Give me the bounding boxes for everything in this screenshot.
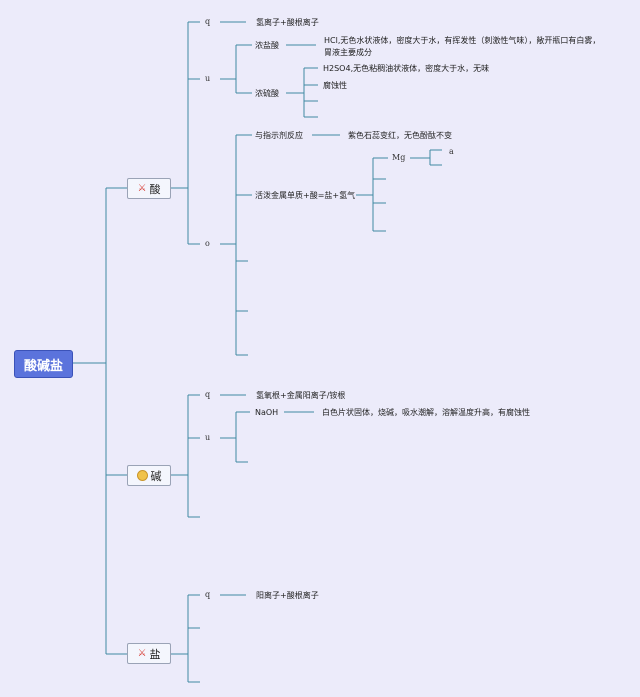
salt-title: 盐 xyxy=(149,647,161,661)
base-definition[interactable]: 氢氧根+金属阳离子/铵根 xyxy=(256,391,346,400)
rocket-icon: ⚔ xyxy=(137,183,147,194)
salt-definition[interactable]: 阳离子+酸根离子 xyxy=(256,591,319,600)
naoh-desc[interactable]: 白色片状固体，烧碱，吸水潮解，溶解温度升高，有腐蚀性 xyxy=(322,408,530,417)
h2so4-desc[interactable]: H2SO4,无色粘稠油状液体，密度大于水，无味 xyxy=(323,64,490,73)
salt-node[interactable]: ⚔ 盐 xyxy=(127,643,171,664)
acid-marker-o: o xyxy=(205,239,210,248)
h2so4-name[interactable]: 浓硫酸 xyxy=(255,89,279,98)
hcl-desc-line2: 胃液主要成分 xyxy=(324,48,372,57)
h2so4-property[interactable]: 腐蚀性 xyxy=(323,81,347,90)
base-title: 碱 xyxy=(150,469,162,483)
metal-a[interactable]: a xyxy=(449,147,454,156)
base-marker-u: u xyxy=(205,433,211,442)
indicator-label[interactable]: 与指示剂反应 xyxy=(255,131,303,140)
acid-node[interactable]: ⚔ 酸 xyxy=(127,178,171,199)
rocket-icon: ⚔ xyxy=(137,648,147,659)
naoh-name[interactable]: NaOH xyxy=(255,408,279,417)
indicator-result[interactable]: 紫色石蕊变红，无色酚酞不变 xyxy=(348,131,452,140)
acid-marker-q: q xyxy=(205,17,211,26)
hcl-desc-line1[interactable]: HCl,无色水状液体，密度大于水，有挥发性（刺激性气味），敞开瓶口有白雾， xyxy=(324,36,601,45)
base-node[interactable]: 碱 xyxy=(127,465,171,486)
hcl-name[interactable]: 浓盐酸 xyxy=(255,41,279,50)
metal-reaction-label[interactable]: 活泼金属单质+酸=盐+氢气 xyxy=(255,191,356,200)
metal-mg[interactable]: Mg xyxy=(392,153,406,162)
acid-marker-u: u xyxy=(205,74,211,83)
acid-definition[interactable]: 氢离子+酸根离子 xyxy=(256,18,319,27)
cookie-icon xyxy=(136,470,148,481)
base-marker-q: q xyxy=(205,390,211,399)
root-node[interactable]: 酸碱盐 xyxy=(14,350,73,378)
acid-title: 酸 xyxy=(149,182,161,196)
salt-marker-q: q xyxy=(205,590,211,599)
